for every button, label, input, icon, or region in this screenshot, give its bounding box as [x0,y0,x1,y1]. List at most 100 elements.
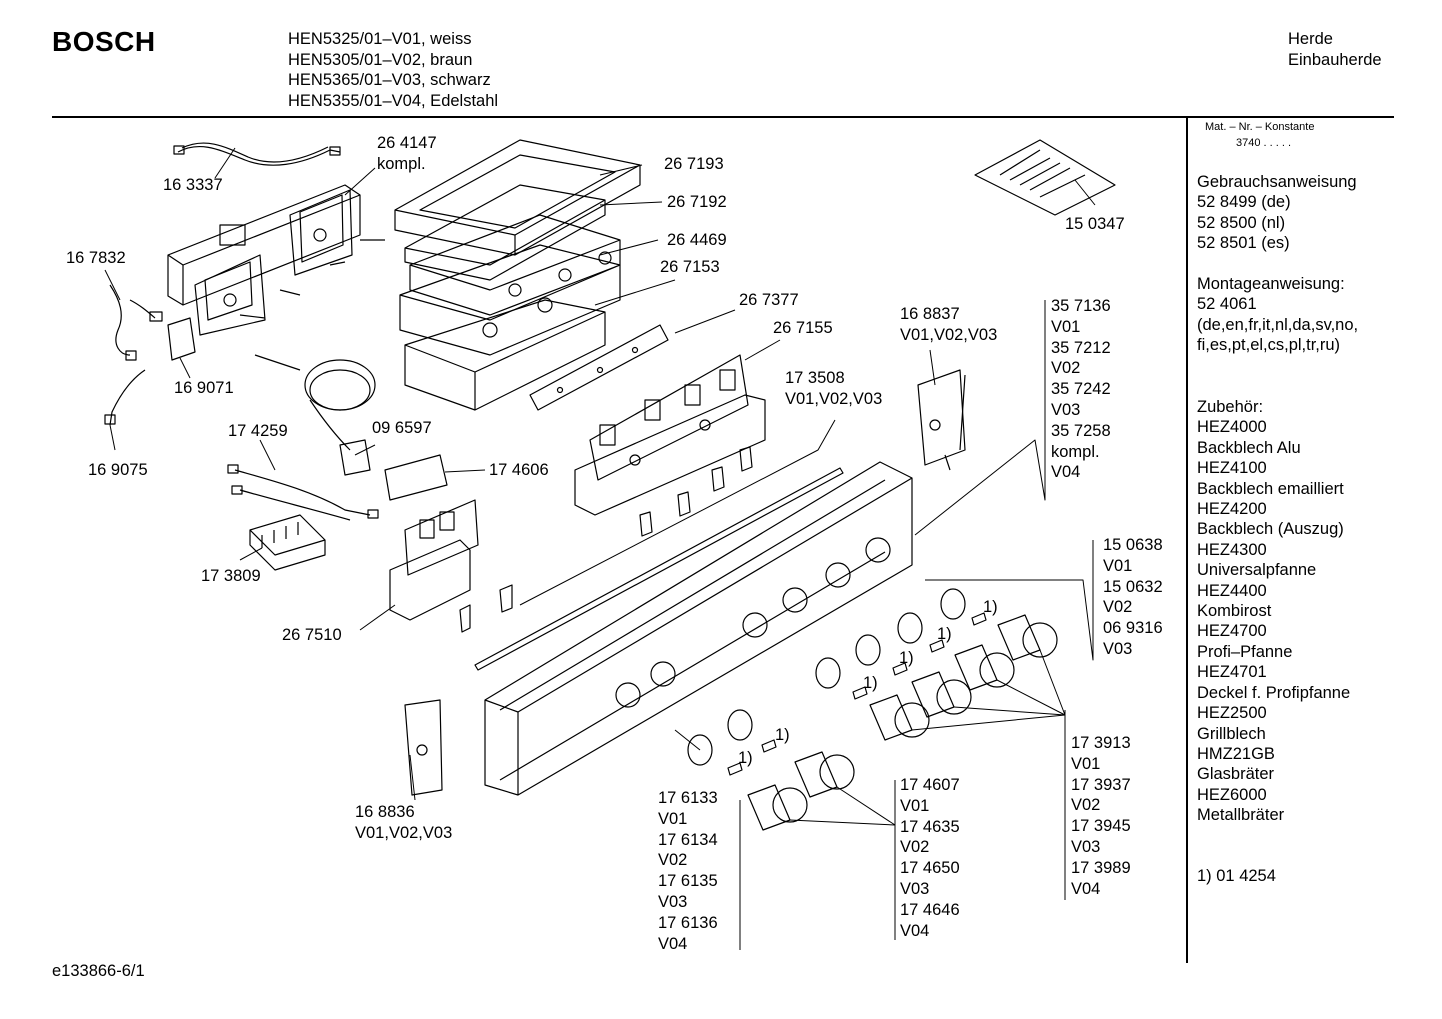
terminal-169071 [167,317,196,361]
manual-item: 52 8500 (nl) [1197,213,1286,232]
label-267155: 26 7155 [773,319,833,337]
label-069316: 06 9316 [1103,619,1163,638]
terminal-block-173809 [249,514,326,571]
sensor-096597 [254,354,376,476]
sidebar-divider [1186,117,1188,963]
label-163337: 16 3337 [163,176,223,194]
category: Herde Einbauherde [1288,29,1382,70]
label-173913: 17 3913 [1071,734,1131,752]
manual-item: 52 8499 (de) [1197,193,1291,212]
label-150632-v: V02 [1103,598,1133,617]
label-174646: 17 4646 [900,900,960,919]
label-264147-number: 26 4147 [377,134,437,152]
accessory-code: HEZ4300 [1197,540,1267,559]
model-v04: HEN5355/01–V04, Edelstahl [288,91,499,110]
label-173913-v: V01 [1071,754,1101,773]
wiring-174259 [227,464,379,521]
label-174635: 17 4635 [900,817,960,836]
accessory-code: HEZ4400 [1197,581,1267,600]
label-267377: 26 7377 [739,291,799,309]
model-list: HEN5325/01–V01, weiss HEN5305/01–V02, br… [288,29,498,111]
header-divider [52,116,1394,118]
category-main: Herde [1288,30,1333,48]
label-174650: 17 4650 [900,859,960,878]
label-173989-v: V04 [1071,879,1101,898]
top-frame-267193 [394,139,641,256]
mat-number-value: 3740 . . . . . [1236,137,1292,149]
label-150347: 15 0347 [1065,215,1125,233]
leader-lines [104,147,1096,950]
accessory-code: HEZ4000 [1197,418,1267,437]
switch-block-264147 [167,184,385,336]
model-v03: HEN5365/01–V03, schwarz [288,71,491,89]
manual-section: Gebrauchsanweisung 52 8499 (de) 52 8500 … [1197,172,1357,254]
manual-title: Gebrauchsanweisung [1197,173,1357,191]
accessory-code: HEZ6000 [1197,785,1267,804]
document-id: e133866-6/1 [52,962,145,980]
label-168836-number: 16 8836 [355,803,415,821]
accessories-section: Zubehör: HEZ4000 Backblech Alu HEZ4100 B… [1197,397,1350,826]
accessory-desc: Kombirost [1197,602,1272,621]
bracket-168837 [917,369,966,471]
accessory-code: HEZ4700 [1197,622,1267,641]
label-357258-v: V04 [1051,463,1081,482]
footnote-marker: 1) [983,598,998,616]
footnote-marker: 1) [775,726,790,744]
label-176136-v: V04 [658,934,688,953]
label-174606: 17 4606 [489,461,549,479]
footnote-marker: 1) [937,625,952,643]
label-357212-v: V02 [1051,359,1081,378]
sidebar-footnote: 1) 01 4254 [1197,867,1276,885]
label-357136-v: V01 [1051,317,1081,336]
label-169071: 16 9071 [174,379,234,397]
accessory-code: HEZ4701 [1197,663,1267,682]
label-264469: 26 4469 [667,231,727,249]
accessory-desc: Backblech Alu [1197,438,1301,457]
label-357136: 35 7136 [1051,297,1111,315]
label-174607: 17 4607 [900,776,960,794]
knob-rings [687,588,966,766]
plate-174606 [384,454,448,501]
label-174607-group: 17 4607 V01 17 4635 V02 17 4650 V03 17 4… [900,775,960,941]
seal-173508 [474,467,844,671]
label-176133-v: V01 [658,809,688,828]
label-174259: 17 4259 [228,422,288,440]
label-174635-v: V02 [900,838,930,857]
frame-267192 [404,184,606,281]
screw-bag-150347 [974,139,1116,216]
label-173508-number: 17 3508 [785,369,845,387]
assembly-item: (de,en,fr,it,nl,da,sv,no, [1197,315,1359,334]
label-176135-v: V03 [658,892,688,911]
accessory-desc: Universalpfanne [1197,561,1317,580]
manual-item: 52 8501 (es) [1197,234,1290,253]
label-069316-v: V03 [1103,639,1133,658]
holder-267510 [389,499,513,633]
strip-267377 [529,324,669,411]
label-176135: 17 6135 [658,872,718,891]
label-173945-v: V03 [1071,837,1101,856]
accessory-code: HEZ4200 [1197,500,1267,519]
label-168837: 16 8837 V01,V02,V03 [900,304,997,346]
label-150638-v: V01 [1103,556,1133,575]
model-v01: HEN5325/01–V01, weiss [288,30,472,48]
label-264147: 26 4147 kompl. [377,133,437,175]
footnote-marker: 1) [738,749,753,767]
label-176136: 17 6136 [658,913,718,932]
label-169075: 16 9075 [88,461,148,479]
label-168837-number: 16 8837 [900,305,960,323]
label-357258-note: kompl. [1051,442,1100,461]
bracket-168836 [404,699,443,796]
accessory-desc: Grillblech [1197,724,1266,743]
label-176134-v: V02 [658,851,688,870]
accessory-desc: Metallbräter [1197,806,1285,825]
label-357242: 35 7242 [1051,380,1111,399]
label-173989: 17 3989 [1071,858,1131,877]
label-357136-group: 35 7136 V01 35 7212 V02 35 7242 V03 35 7… [1051,296,1111,483]
label-174646-v: V04 [900,921,930,940]
accessory-desc: Backblech emailliert [1197,479,1344,498]
label-357212: 35 7212 [1051,338,1111,357]
assembly-title: Montageanweisung: [1197,275,1345,293]
label-167832: 16 7832 [66,249,126,267]
heater-264469 [409,214,621,316]
label-174607-v: V01 [900,796,930,815]
